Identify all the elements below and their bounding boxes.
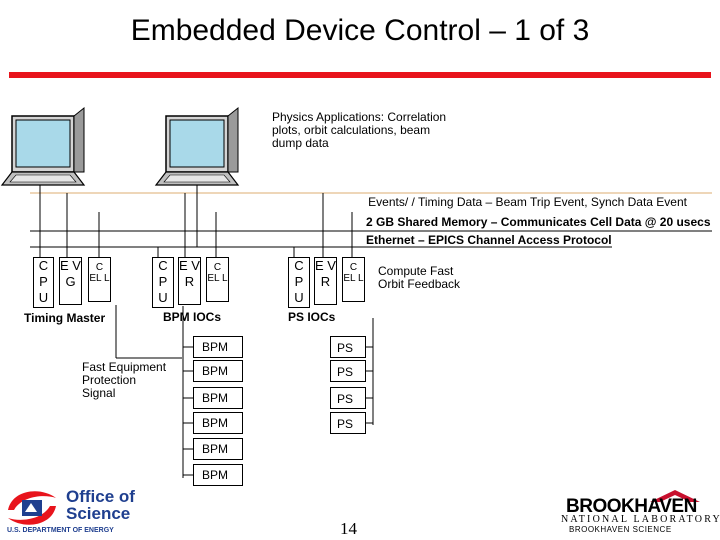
cell-chip: C EL L [88,257,111,302]
ethernet-bus-label: Ethernet – EPICS Channel Access Protocol [366,233,612,247]
timing-master-label: Timing Master [24,311,106,325]
brookhaven-science-label: BROOKHAVEN SCIENCE [569,525,672,534]
physics-applications-label: Physics Applications: Correlation plots,… [272,110,447,150]
evg-chip: E V G [59,257,82,305]
bpm-box: BPM [193,412,243,434]
fast-equipment-protection-label: Fast Equipment Protection Signal [82,360,167,400]
cell-chip: C EL L [206,257,229,302]
cpu-chip: C P U [288,257,310,308]
bpm-iocs-label: BPM IOCs [163,310,222,324]
title-underline [9,72,711,78]
doe-label: U.S. DEPARTMENT OF ENERGY [7,527,114,534]
compute-fast-orbit-feedback-label: Compute Fast Orbit Feedback [378,264,461,291]
brookhaven-logo-text: BROOKHAVEN [566,496,697,517]
national-laboratory-label: NATIONAL LABORATORY [561,514,720,525]
bpm-box: BPM [193,464,243,486]
workstation-icon [0,106,86,186]
bpm-box: BPM [193,336,243,358]
ps-box: PS [330,336,366,358]
evr-chip: E V R [178,257,201,305]
office-of-science-logo-text: Office of Science [66,487,135,523]
bpm-box: BPM [193,438,243,460]
workstation-icon [154,106,240,186]
brookhaven-logo-mark [650,490,700,502]
cpu-chip: C P U [33,257,54,308]
events-bus-label: Events/ / Timing Data – Beam Trip Event,… [368,195,687,209]
memory-bus-label: 2 GB Shared Memory – Communicates Cell D… [366,215,711,229]
ps-box: PS [330,360,366,382]
bpm-box: BPM [193,360,243,382]
evr-chip: E V R [314,257,337,305]
cell-chip: C EL L [342,257,365,302]
ps-box: PS [330,412,366,434]
page-title: Embedded Device Control – 1 of 3 [130,14,590,47]
page-number: 14 [340,519,357,538]
bpm-box: BPM [193,387,243,409]
office-of-science-logo [5,488,59,528]
cpu-chip: C P U [152,257,174,308]
ps-iocs-label: PS IOCs [288,310,336,324]
ps-box: PS [330,387,366,409]
